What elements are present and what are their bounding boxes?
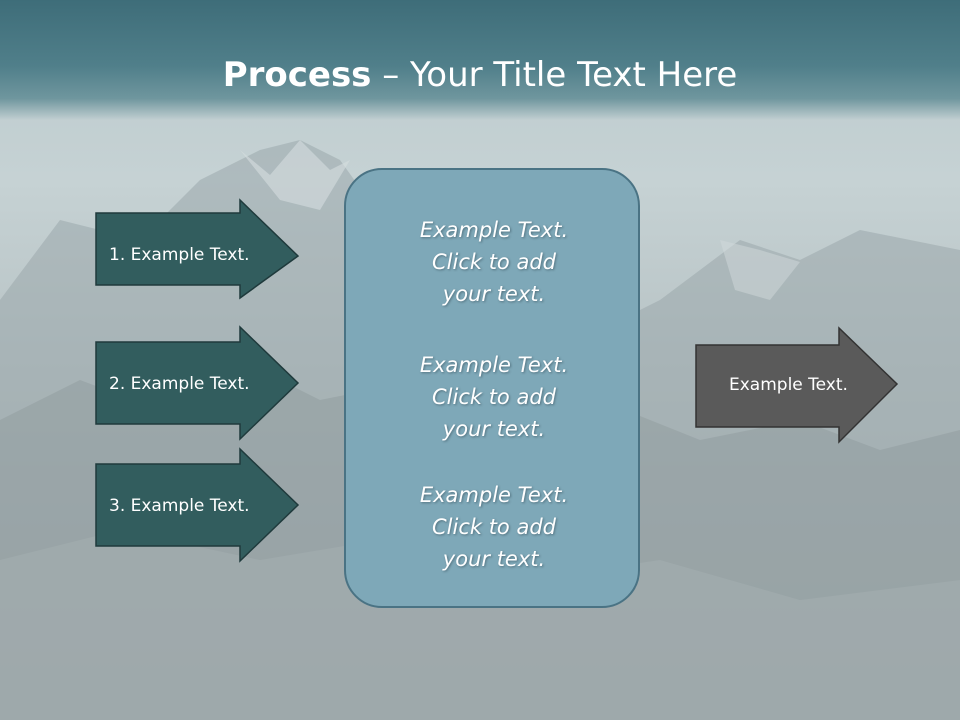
arrow-shape <box>95 198 300 300</box>
arrow-shape <box>695 326 899 444</box>
process-text-block-2: Example Text. Click to add your text. <box>346 349 642 445</box>
title-bar <box>0 0 960 120</box>
title-rest: – Your Title Text Here <box>371 55 738 95</box>
arrow-shape <box>95 325 300 441</box>
process-text-block-3: Example Text. Click to add your text. <box>346 479 642 575</box>
input-arrow-label: 3. Example Text. <box>109 495 250 516</box>
slide-title[interactable]: Process – Your Title Text Here <box>0 54 960 96</box>
input-arrow-label: 1. Example Text. <box>109 245 250 265</box>
block-line: Click to add <box>431 515 556 539</box>
block-line: Example Text. <box>419 218 569 242</box>
block-line: your text. <box>442 282 546 306</box>
arrow-shape <box>95 447 300 563</box>
title-bold: Process <box>222 55 372 95</box>
block-line: your text. <box>442 417 546 441</box>
input-arrow-3[interactable]: 3. Example Text. <box>95 447 300 563</box>
process-box[interactable]: Example Text. Click to add your text. Ex… <box>344 168 640 608</box>
block-line: Example Text. <box>419 483 569 507</box>
output-arrow-label: Example Text. <box>729 375 848 395</box>
process-text-block-1: Example Text. Click to add your text. <box>346 214 642 310</box>
input-arrow-label: 2. Example Text. <box>109 373 250 394</box>
block-line: your text. <box>442 547 546 571</box>
block-line: Click to add <box>431 250 556 274</box>
input-arrow-1[interactable]: 1. Example Text. <box>95 198 300 300</box>
input-arrow-2[interactable]: 2. Example Text. <box>95 325 300 441</box>
block-line: Click to add <box>431 385 556 409</box>
output-arrow[interactable]: Example Text. <box>695 326 900 445</box>
block-line: Example Text. <box>419 353 569 377</box>
